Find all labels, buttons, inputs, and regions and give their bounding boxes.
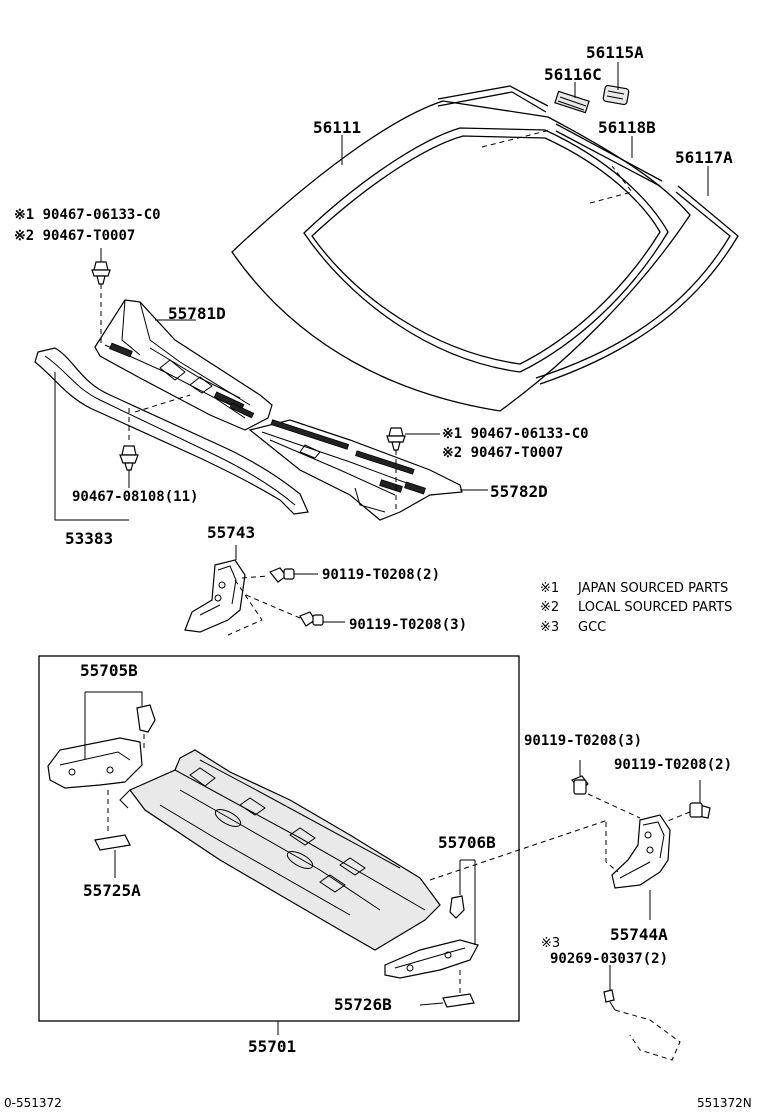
label-clip-lh-2: ※2 90467-T0007 xyxy=(14,228,135,244)
legend-text-3: GCC xyxy=(578,620,606,635)
label-bolt-c: 90119-T0208(3) xyxy=(524,733,642,749)
clip-rh xyxy=(386,427,406,451)
legend-text-1: JAPAN SOURCED PARTS xyxy=(577,581,728,596)
legend-mark-2: ※2 xyxy=(540,600,559,615)
label-clip-rh-2: ※2 90467-T0007 xyxy=(442,445,563,461)
label-56116c: 56116C xyxy=(544,65,602,84)
molding-strip xyxy=(555,123,663,187)
label-56117a: 56117A xyxy=(675,148,733,167)
label-53383: 53383 xyxy=(65,529,113,548)
label-clip-rh-1: ※1 90467-06133-C0 xyxy=(442,426,589,442)
plate-55726b xyxy=(442,993,475,1008)
footer-left-code: 0-551372 xyxy=(4,1096,62,1110)
footer-right-code: 551372N xyxy=(697,1096,752,1110)
label-56115a: 56115A xyxy=(586,43,644,62)
clip-hood-seal xyxy=(119,445,139,471)
glass-stopper xyxy=(602,84,630,106)
bracket-55744a xyxy=(611,814,671,889)
label-90467-08108: 90467-08108(11) xyxy=(72,489,198,505)
label-55781d: 55781D xyxy=(168,304,226,323)
bolt-55743-b xyxy=(299,611,345,627)
bracket-55743 xyxy=(184,559,246,633)
bolt-55744a-a xyxy=(571,775,589,795)
bracket-55706b xyxy=(384,895,479,979)
glass-spacer xyxy=(554,90,590,114)
label-56111: 56111 xyxy=(313,118,361,137)
legend-mark-1: ※1 xyxy=(540,581,559,596)
clip-lh xyxy=(91,261,111,285)
cowl-top-ventilator-rh xyxy=(248,419,463,521)
cowl-panel-55701 xyxy=(119,749,441,951)
plate-55725a xyxy=(94,834,131,851)
cowl-top-ventilator-lh xyxy=(94,299,273,431)
bolt-55744a-b xyxy=(689,802,711,819)
label-clip-lh-1: ※1 90467-06133-C0 xyxy=(14,207,161,223)
label-bolt-a: 90119-T0208(2) xyxy=(322,567,440,583)
legend-text-2: LOCAL SOURCED PARTS xyxy=(578,600,732,615)
hood-weatherstrip xyxy=(34,347,309,515)
label-55726b: 55726B xyxy=(334,995,392,1014)
legend-mark-3: ※3 xyxy=(540,620,559,635)
label-56118b: 56118B xyxy=(598,118,656,137)
label-55701: 55701 xyxy=(248,1037,296,1056)
label-90269: 90269-03037(2) xyxy=(550,951,668,967)
legend: ※1 JAPAN SOURCED PARTS ※2 LOCAL SOURCED … xyxy=(540,581,732,635)
bolt-55743-a xyxy=(269,567,318,583)
label-bolt-b: 90119-T0208(3) xyxy=(349,617,467,633)
label-55782d: 55782D xyxy=(490,482,548,501)
label-55725a: 55725A xyxy=(83,881,141,900)
label-bolt-d: 90119-T0208(2) xyxy=(614,757,732,773)
label-55744a: 55744A xyxy=(610,925,668,944)
label-55705b: 55705B xyxy=(80,661,138,680)
label-55706b: 55706B xyxy=(438,833,496,852)
windshield-molding xyxy=(437,85,739,385)
fastener-90269 xyxy=(603,989,616,1011)
label-55743: 55743 xyxy=(207,523,255,542)
windshield-glass xyxy=(231,100,691,412)
bracket-55705b xyxy=(47,704,156,789)
assembly-frame xyxy=(38,655,520,1022)
label-90269-mark: ※3 xyxy=(541,936,560,951)
